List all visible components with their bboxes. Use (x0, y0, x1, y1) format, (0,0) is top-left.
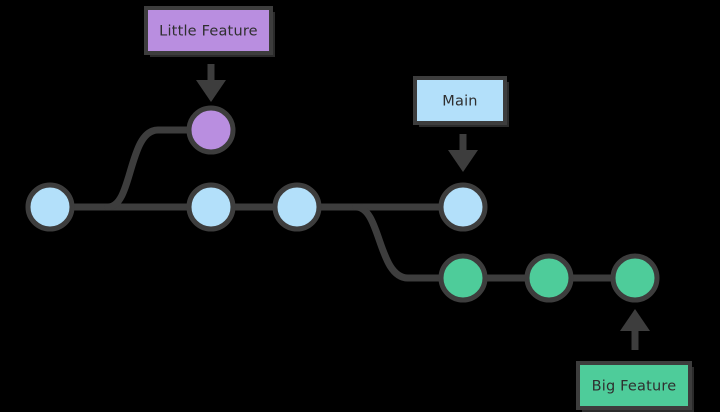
commit-node[interactable] (25, 182, 75, 232)
arrow-down-icon (196, 64, 226, 102)
commit-node[interactable] (524, 253, 574, 303)
commit-node[interactable] (438, 182, 488, 232)
commit-node[interactable] (272, 182, 322, 232)
branch-label-little-feature[interactable]: Little Feature (144, 6, 275, 57)
arrow-up-icon (620, 309, 650, 350)
commit-nodes (25, 105, 660, 303)
connector-lines (46, 126, 639, 282)
commit-node[interactable] (438, 253, 488, 303)
little-feature-branch-line (104, 126, 215, 211)
big-feature-branch-line (352, 203, 467, 282)
arrow-down-icon (448, 134, 478, 172)
branch-label-text: Little Feature (159, 24, 258, 40)
arrows (196, 64, 650, 350)
label-box (413, 76, 507, 125)
branch-label-big-feature[interactable]: Big Feature (576, 361, 694, 412)
branch-label-text: Main (442, 94, 477, 110)
branch-label-main[interactable]: Main (413, 76, 509, 127)
commit-node[interactable] (186, 105, 236, 155)
commit-node[interactable] (610, 253, 660, 303)
branch-label-text: Big Feature (592, 379, 677, 395)
label-box (576, 361, 692, 410)
branch-labels: Little Feature Main Big Feature (144, 6, 694, 412)
label-box (144, 6, 273, 55)
commit-node[interactable] (186, 182, 236, 232)
